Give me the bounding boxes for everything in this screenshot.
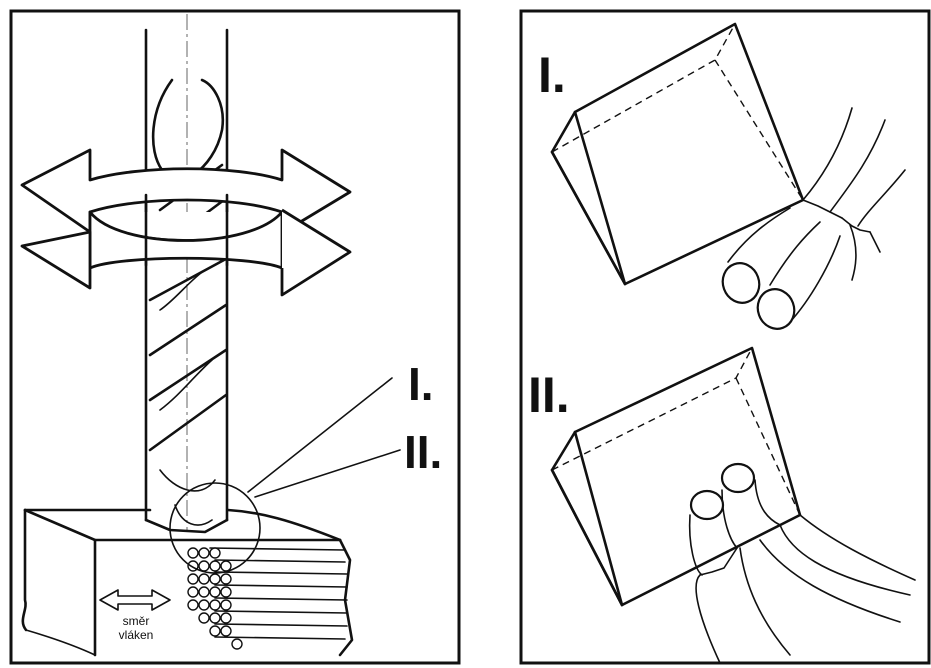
left-label-II: II. [404,426,442,478]
workpiece-block [21,508,354,657]
right-panel-frame [519,9,931,665]
right-label-I: I. [538,47,566,103]
fiber-direction-label-line2: vláken [119,628,154,642]
fiber-direction-label-line1: směr [123,614,150,628]
cutting-wedge-I [550,22,906,330]
leader-line-II [254,449,401,498]
left-panel-frame [9,9,461,665]
detail-circle [169,482,261,574]
right-label-II: II. [528,367,570,423]
fiber-direction-arrow-icon [99,589,171,611]
left-label-I: I. [408,358,434,410]
leader-line-I [247,377,393,493]
cutting-wedge-II [550,346,916,664]
left-panel: I. II. směr vláken [9,9,461,665]
right-panel: I. II. [519,9,931,665]
